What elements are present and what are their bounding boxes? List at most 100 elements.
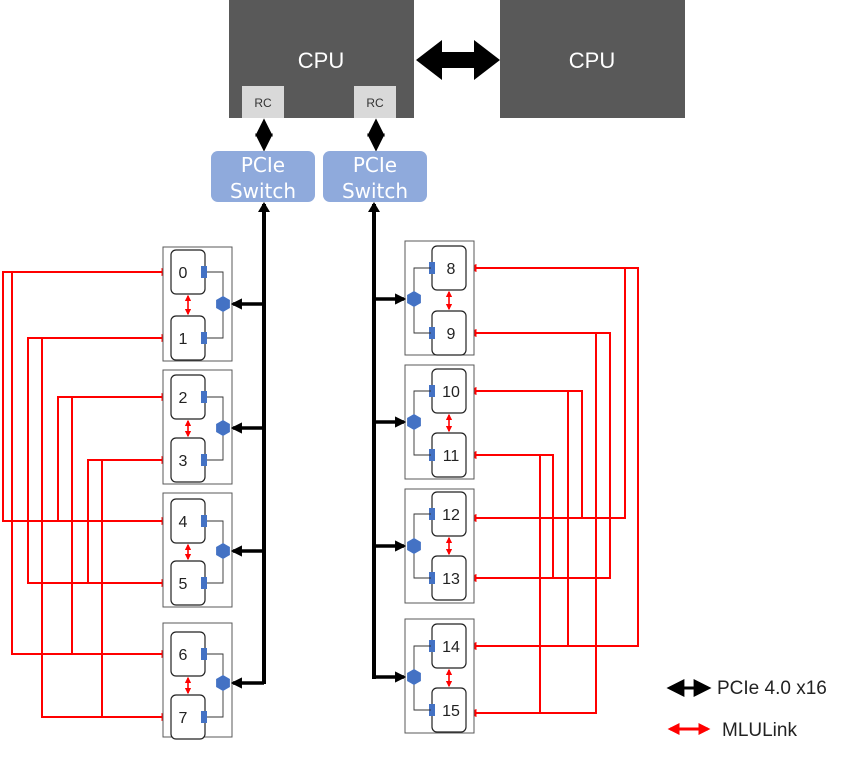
mlu-port-8 xyxy=(429,262,435,274)
hub-wire-top xyxy=(413,513,431,539)
cpu-1-label: CPU xyxy=(569,48,615,73)
legend-pcie-label: PCIe 4.0 x16 xyxy=(717,678,827,699)
mlu-card-right-0: 89 xyxy=(404,240,475,356)
mlu-chip-7 xyxy=(170,694,206,740)
pcie-hub-icon xyxy=(407,414,421,430)
device-label-6: 6 xyxy=(179,647,188,664)
hub-wire-bottom xyxy=(413,306,431,334)
mlu-chip-6 xyxy=(170,631,206,677)
legend-mlulink-label: MLULink xyxy=(722,720,797,741)
device-label-2: 2 xyxy=(179,390,188,407)
mlu-port-15 xyxy=(429,704,435,716)
pcie-hub-icon xyxy=(216,420,230,436)
mlu-port-4 xyxy=(201,515,207,527)
device-label-14: 14 xyxy=(442,639,460,656)
legend: PCIe 4.0 x16 MLULink xyxy=(666,678,827,741)
mlu-port-2 xyxy=(201,391,207,403)
pcie-switch-0-line2: Switch xyxy=(230,179,296,203)
pcie-hub-icon xyxy=(407,291,421,307)
rc-0-box xyxy=(242,86,284,118)
device-label-10: 10 xyxy=(442,384,460,401)
mlu-chip-0 xyxy=(170,249,206,295)
mlu-port-7 xyxy=(201,711,207,723)
pcie-switch-1-line1: PCIe xyxy=(353,153,397,177)
mlu-card-right-3: 14 15 xyxy=(404,618,475,734)
cpu-1: CPU xyxy=(500,0,685,118)
mlulink-wire-10-14 xyxy=(468,387,569,650)
mlu-card-right-1: 10 11 xyxy=(404,364,475,480)
hub-wire-bottom xyxy=(413,553,431,579)
device-label-4: 4 xyxy=(179,514,188,531)
mlulink-wire-11-15 xyxy=(468,451,541,717)
cpu-interconnect-arrow xyxy=(416,40,500,80)
mlu-chip-1 xyxy=(170,315,206,361)
device-label-3: 3 xyxy=(179,453,188,470)
rc-0: RC xyxy=(242,86,284,118)
hub-wire-bottom xyxy=(413,684,431,711)
pcie-hub-icon xyxy=(216,296,230,312)
mlu-port-1 xyxy=(201,332,207,344)
device-label-15: 15 xyxy=(442,703,460,720)
device-label-5: 5 xyxy=(179,576,188,593)
rc-1-box xyxy=(354,86,396,118)
mlu-chip-4 xyxy=(170,498,206,544)
hub-wire-top xyxy=(207,653,224,676)
hub-wire-top xyxy=(207,271,224,297)
pcie-hub-icon xyxy=(407,669,421,685)
mlu-chip-2 xyxy=(170,374,206,420)
mlulink-wire-0-6 xyxy=(11,268,170,658)
device-label-7: 7 xyxy=(179,710,188,727)
device-label-9: 9 xyxy=(447,326,456,343)
mlulink-wire-1-7 xyxy=(41,334,170,721)
pcie-hub-icon xyxy=(216,675,230,691)
hub-wire-top xyxy=(413,645,431,670)
pcie-switch-0-line1: PCIe xyxy=(241,153,285,177)
hub-wire-bottom xyxy=(207,690,224,718)
hub-wire-top xyxy=(207,396,224,421)
hub-wire-top xyxy=(207,520,224,544)
mlu-port-0 xyxy=(201,266,207,278)
hub-wire-bottom xyxy=(413,429,431,456)
hub-wire-bottom xyxy=(207,311,224,339)
hub-wire-bottom xyxy=(207,558,224,584)
rc-0-label: RC xyxy=(254,96,272,110)
mlu-chip-5 xyxy=(170,560,206,606)
device-label-13: 13 xyxy=(442,571,460,588)
mlu-card-right-2: 12 13 xyxy=(404,488,475,604)
mlu-port-14 xyxy=(429,640,435,652)
mlu-port-3 xyxy=(201,454,207,466)
mlu-card-left-1: 23 xyxy=(162,369,233,485)
mlulink-wire-2-6 xyxy=(71,393,170,658)
pcie-switch-0: PCIe Switch xyxy=(211,151,315,203)
pcie-hub-icon xyxy=(407,538,421,554)
rc-1-label: RC xyxy=(366,96,384,110)
mlu-card-left-0: 01 xyxy=(162,246,233,362)
mlu-port-13 xyxy=(429,572,435,584)
mlu-card-left-2: 45 xyxy=(162,492,233,608)
pcie-switch-1-box xyxy=(323,151,427,202)
mlu-port-10 xyxy=(429,385,435,397)
pcie-switch-1-line2: Switch xyxy=(342,179,408,203)
device-label-11: 11 xyxy=(443,448,460,465)
pcie-hub-icon xyxy=(216,543,230,559)
hub-wire-top xyxy=(413,267,431,292)
mlu-port-11 xyxy=(429,449,435,461)
pcie-switch-0-box xyxy=(211,151,315,202)
mlulink-wires xyxy=(2,264,639,721)
hub-wire-top xyxy=(413,390,431,415)
rc-1: RC xyxy=(354,86,396,118)
pcie-bus-left-arrowhead xyxy=(258,202,270,212)
device-label-8: 8 xyxy=(447,261,456,278)
mlu-port-9 xyxy=(429,327,435,339)
mlu-port-5 xyxy=(201,577,207,589)
mlu-port-6 xyxy=(201,648,207,660)
device-label-12: 12 xyxy=(442,507,460,524)
cpu-1-box xyxy=(500,0,685,118)
pcie-bus-right-arrowhead xyxy=(368,202,380,212)
device-label-0: 0 xyxy=(179,265,188,282)
mlu-port-12 xyxy=(429,508,435,520)
mlu-chip-3 xyxy=(170,437,206,483)
hub-wire-bottom xyxy=(207,435,224,461)
